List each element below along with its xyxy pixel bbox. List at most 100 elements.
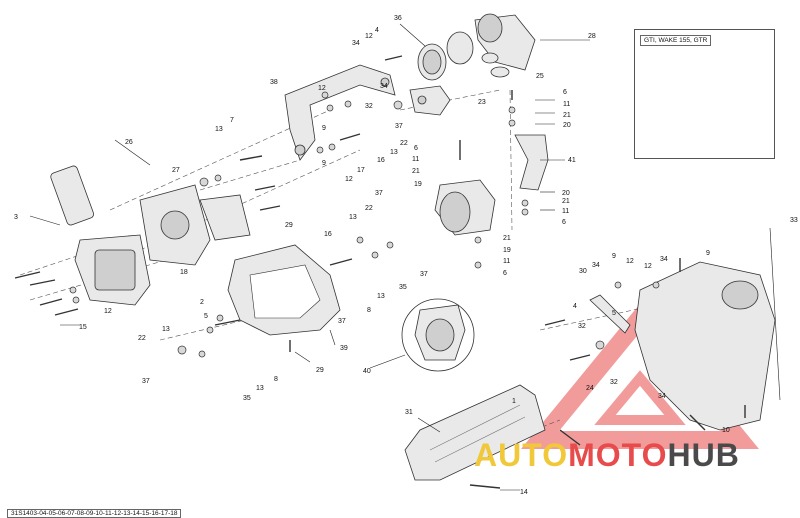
part-number: 35 (243, 395, 251, 402)
model-variant-callout: GTI, WAKE 155, GTR (634, 29, 775, 159)
part-number: 22 (365, 205, 373, 212)
part-number: 12 (104, 308, 112, 315)
part-number: 24 (586, 385, 594, 392)
part-number: 3 (14, 214, 18, 221)
part-number: 13 (390, 149, 398, 156)
part-number: 12 (644, 263, 652, 270)
part-number: 7 (230, 117, 234, 124)
part-number: 39 (340, 345, 348, 352)
part-number: 38 (270, 79, 278, 86)
part-number: 20 (562, 190, 570, 197)
part-number: 5 (612, 310, 616, 317)
watermark-logo: AUTOMOTOHUB (474, 437, 740, 474)
part-number: 16 (377, 157, 385, 164)
part-number: 21 (562, 198, 570, 205)
part-number: 37 (395, 123, 403, 130)
part-number: 41 (568, 157, 576, 164)
part-number: 34 (380, 83, 388, 90)
cover-plate (409, 85, 451, 116)
part-number: 30 (579, 268, 587, 275)
part-number: 29 (316, 367, 324, 374)
part-number: 12 (318, 85, 326, 92)
bracket-41 (514, 134, 549, 191)
part-number: 31 (405, 409, 413, 416)
part-number: 8 (274, 376, 278, 383)
part-number: 1 (512, 398, 516, 405)
part-number: 35 (399, 284, 407, 291)
pump-housing (634, 261, 776, 431)
part-number: 11 (563, 101, 570, 108)
part-number: 34 (658, 393, 666, 400)
part-number: 4 (573, 303, 577, 310)
part-number: 26 (125, 139, 133, 146)
part-number: 37 (142, 378, 150, 385)
part-number: 19 (503, 247, 511, 254)
part-number: 5 (204, 313, 208, 320)
part-number: 13 (162, 326, 170, 333)
part-number: 11 (412, 156, 419, 163)
main-frame (227, 244, 341, 336)
part-number: 37 (420, 271, 428, 278)
part-number: 15 (79, 324, 87, 331)
part-number: 20 (563, 122, 571, 129)
part-number: 33 (790, 217, 798, 224)
part-number: 17 (357, 167, 365, 174)
part-number: 34 (352, 40, 360, 47)
part-number: 36 (394, 15, 402, 22)
leader-lines (29, 23, 781, 491)
part-number: 11 (503, 258, 510, 265)
part-number: 21 (503, 235, 511, 242)
part-number: 13 (377, 293, 385, 300)
part-number: 34 (592, 262, 600, 269)
lever-30 (589, 294, 631, 334)
part-number: 29 (285, 222, 293, 229)
watermark-part-2: MOTO (568, 437, 668, 473)
part-number: 13 (349, 214, 357, 221)
part-number: 13 (256, 385, 264, 392)
part-number: 11 (562, 208, 569, 215)
gear-housing (139, 184, 251, 266)
part-number: 34 (660, 256, 668, 263)
part-numbers: 36 4 12 34 25 28 38 12 9 34 32 23 37 6 1… (14, 15, 798, 496)
part-number: 9 (322, 125, 326, 132)
detail-circle (401, 298, 475, 372)
part-number: 28 (588, 33, 596, 40)
diagram-reference: 31S1403-04-05-06-07-08-09-10-11-12-13-14… (7, 509, 182, 518)
watermark-part-1: AUTO (474, 437, 569, 473)
part-number: 37 (375, 190, 383, 197)
part-number: 12 (626, 258, 634, 265)
part-number: 8 (367, 307, 371, 314)
part-number: 6 (414, 145, 418, 152)
part-number: 13 (215, 126, 223, 133)
part-number: 14 (520, 489, 528, 496)
part-number: 2 (200, 299, 204, 306)
support-bracket (284, 64, 396, 161)
part-number: 27 (172, 167, 180, 174)
part-number: 6 (503, 270, 507, 277)
part-number: 21 (412, 168, 420, 175)
part-number: 22 (400, 140, 408, 147)
throttle-body-assembly (417, 13, 536, 81)
part-number: 6 (563, 89, 567, 96)
part-number: 32 (365, 103, 373, 110)
part-number: 9 (706, 250, 710, 257)
part-number: 12 (345, 176, 353, 183)
bolts (14, 55, 746, 489)
actuator-motor (50, 165, 151, 306)
part-number: 23 (478, 99, 486, 106)
part-number: 21 (563, 112, 571, 119)
part-number: 4 (375, 27, 379, 34)
part-number: 25 (536, 73, 544, 80)
washers (69, 91, 660, 358)
part-number: 6 (562, 219, 566, 226)
watermark-part-3: HUB (667, 437, 740, 473)
part-number: 40 (363, 368, 371, 375)
part-number: 19 (414, 181, 422, 188)
part-number: 32 (610, 379, 618, 386)
part-number: 9 (322, 160, 326, 167)
part-number: 32 (578, 323, 586, 330)
part-number: 16 (324, 231, 332, 238)
part-number: 9 (612, 253, 616, 260)
part-number: 22 (138, 335, 146, 342)
